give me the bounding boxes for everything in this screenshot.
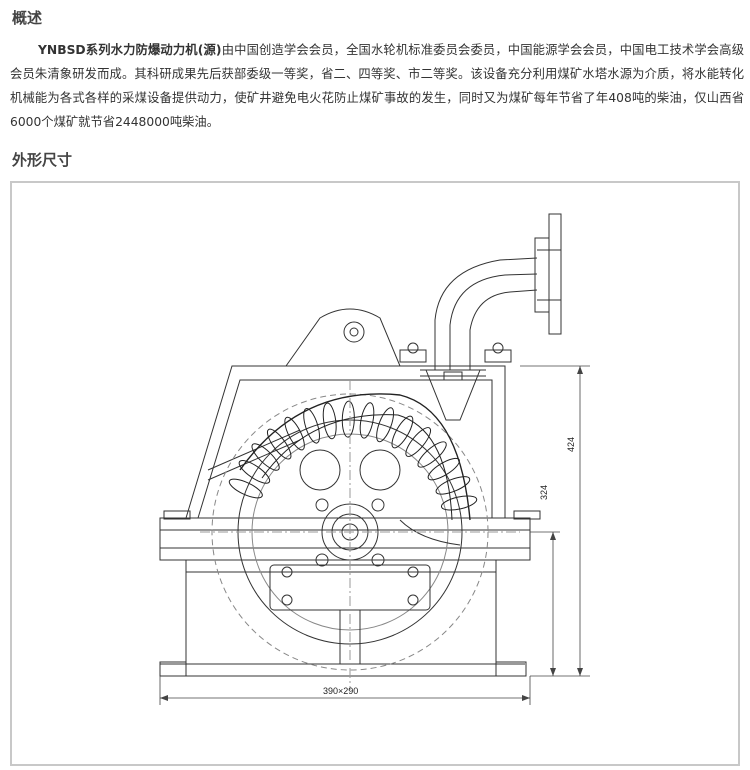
overview-text: 由中国创造学会会员，全国水轮机标准委员会委员，中国能源学会会员，中国电工技术学会… xyxy=(10,43,744,129)
upper-frame xyxy=(185,365,506,519)
runner-bucket xyxy=(435,476,471,495)
runner-bucket xyxy=(284,416,305,451)
dim-base-size: 390×290 xyxy=(323,686,358,696)
section-title-dimensions: 外形尺寸 xyxy=(12,151,73,169)
runner-bucket xyxy=(228,478,263,499)
overview-paragraph: YNBSD系列水力防爆动力机(源)由中国创造学会会员，全国水轮机标准委员会委员，… xyxy=(10,38,744,134)
inlet-pipe xyxy=(434,257,538,370)
lower-housing xyxy=(185,559,497,665)
runner-bucket xyxy=(238,460,271,484)
runner-bucket xyxy=(266,428,292,460)
dimension-arrows xyxy=(160,366,583,701)
runner-bucket xyxy=(359,402,375,439)
runner-bucket xyxy=(251,443,280,471)
runner-bucket xyxy=(417,441,447,468)
dim-height-total: 424 xyxy=(566,437,576,452)
runner-bucket xyxy=(303,408,320,444)
runner-bucket xyxy=(405,427,432,457)
runner-bucket xyxy=(427,457,460,481)
runner-bucket xyxy=(322,402,337,440)
section-title-overview: 概述 xyxy=(12,9,43,27)
runner-bucket xyxy=(391,415,414,449)
dimension-lines xyxy=(159,365,590,705)
dim-height-axis: 324 xyxy=(539,485,549,500)
inlet-flange xyxy=(534,237,550,313)
runner-bucket xyxy=(341,400,355,438)
product-name: YNBSD系列水力防爆动力机(源) xyxy=(38,43,222,57)
runner-bucket xyxy=(376,407,395,443)
lifting-lug xyxy=(285,308,401,367)
mid-flange xyxy=(159,517,531,561)
dimension-drawing-frame xyxy=(10,181,740,766)
runner-bucket xyxy=(440,495,478,511)
runner-buckets xyxy=(228,393,478,521)
